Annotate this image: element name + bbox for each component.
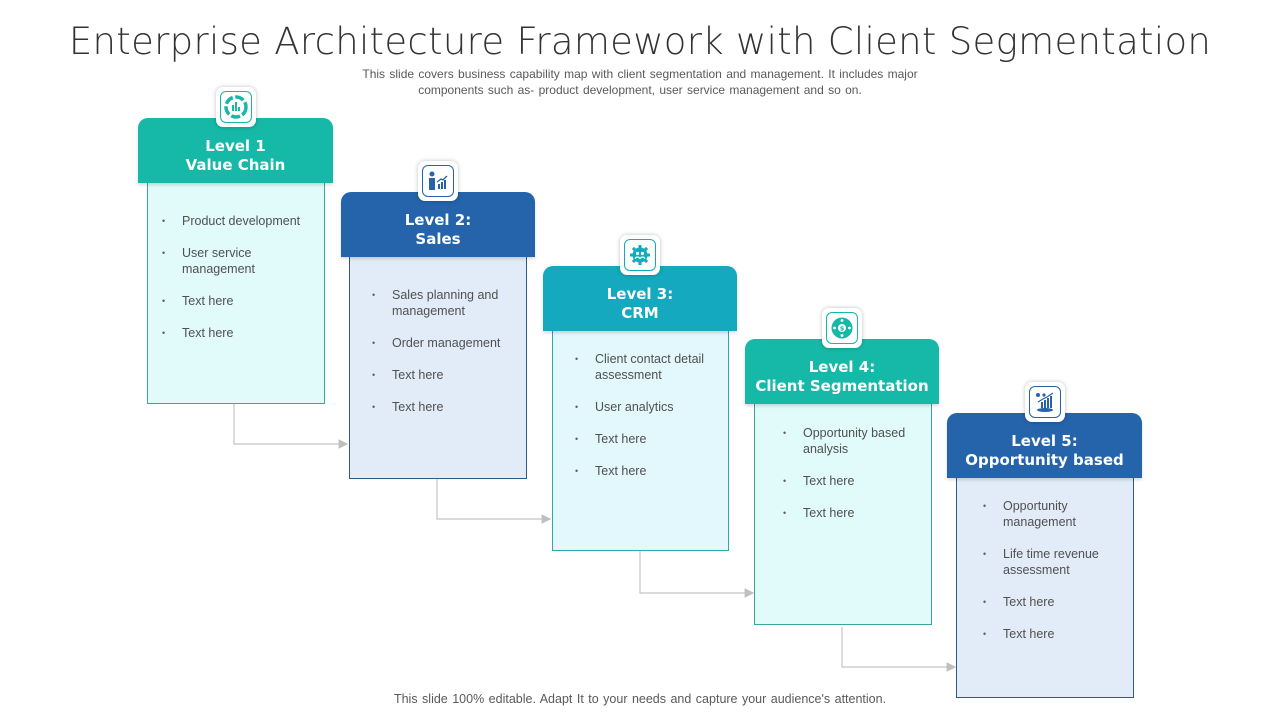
svg-text:$: $ xyxy=(840,325,845,333)
connector-3-to-4 xyxy=(639,551,755,598)
list-item: Text here xyxy=(372,399,524,415)
level-1-title: Value Chain xyxy=(185,155,286,174)
slide-title: Enterprise Architecture Framework with C… xyxy=(68,20,1212,63)
level-4-label: Level 4: xyxy=(808,357,876,376)
list-item: Product development xyxy=(162,213,322,229)
list-item: Text here xyxy=(983,626,1131,642)
level-3-list: Client contact detail assessment User an… xyxy=(575,351,727,495)
subtitle-line-1: This slide covers business capability ma… xyxy=(362,67,918,81)
level-1-body: Product development User service managem… xyxy=(147,176,325,404)
list-item: Text here xyxy=(162,293,322,309)
level-2-header: Level 2: Sales xyxy=(341,192,535,257)
level-5-body: Opportunity management Life time revenue… xyxy=(956,471,1134,698)
connector-4-to-5 xyxy=(841,627,957,672)
level-2-list: Sales planning and management Order mana… xyxy=(372,287,524,431)
level-3-title: CRM xyxy=(621,303,659,322)
list-item: Opportunity management xyxy=(983,498,1131,530)
list-item: Text here xyxy=(372,367,524,383)
list-item: User analytics xyxy=(575,399,727,415)
list-item: Text here xyxy=(162,325,322,341)
level-4-list: Opportunity based analysis Text here Tex… xyxy=(783,425,929,537)
opportunity-chart-icon xyxy=(1036,392,1054,412)
slide-subtitle: This slide covers business capability ma… xyxy=(320,66,960,98)
level-3-body: Client contact detail assessment User an… xyxy=(552,324,729,551)
level-5-header: Level 5: Opportunity based xyxy=(947,413,1142,478)
slide-footer: This slide 100% editable. Adapt It to yo… xyxy=(393,692,887,706)
list-item: Life time revenue assessment xyxy=(983,546,1131,578)
level-1-list: Product development User service managem… xyxy=(162,213,322,357)
list-item: User service management xyxy=(162,245,322,277)
level-4-header: Level 4: Client Segmentation xyxy=(745,339,939,404)
cycle-chart-icon xyxy=(224,95,248,119)
list-item: Text here xyxy=(783,505,929,521)
level-3-label: Level 3: xyxy=(606,284,674,303)
list-item: Order management xyxy=(372,335,524,351)
subtitle-line-2: components such as- product development,… xyxy=(418,83,862,97)
level-4-body: Opportunity based analysis Text here Tex… xyxy=(754,398,932,625)
level-1-label: Level 1 xyxy=(205,136,266,155)
list-item: Client contact detail assessment xyxy=(575,351,727,383)
level-1-header: Level 1 Value Chain xyxy=(138,118,333,183)
list-item: Text here xyxy=(575,431,727,447)
level-3-icon-box xyxy=(620,235,660,275)
level-3-header: Level 3: CRM xyxy=(543,266,737,331)
level-4-title: Client Segmentation xyxy=(755,376,929,395)
list-item: Text here xyxy=(783,473,929,489)
level-5-icon-box xyxy=(1025,382,1065,422)
level-2-icon-box xyxy=(418,161,458,201)
level-4-icon-box: $ xyxy=(822,308,862,348)
level-2-body: Sales planning and management Order mana… xyxy=(349,250,527,479)
connector-1-to-2 xyxy=(233,404,349,449)
presenter-growth-chart-icon xyxy=(429,171,448,190)
level-5-list: Opportunity management Life time revenue… xyxy=(983,498,1131,658)
client-segment-dollar-icon: $ xyxy=(831,317,853,339)
level-1-icon-box xyxy=(216,87,256,127)
list-item: Text here xyxy=(575,463,727,479)
level-2-title: Sales xyxy=(415,229,461,248)
connector-2-to-3 xyxy=(436,479,552,524)
gear-people-icon xyxy=(630,245,650,265)
list-item: Opportunity based analysis xyxy=(783,425,929,457)
level-5-title: Opportunity based xyxy=(965,450,1124,469)
list-item: Text here xyxy=(983,594,1131,610)
list-item: Sales planning and management xyxy=(372,287,524,319)
level-2-label: Level 2: xyxy=(404,210,472,229)
level-5-label: Level 5: xyxy=(1011,431,1078,450)
